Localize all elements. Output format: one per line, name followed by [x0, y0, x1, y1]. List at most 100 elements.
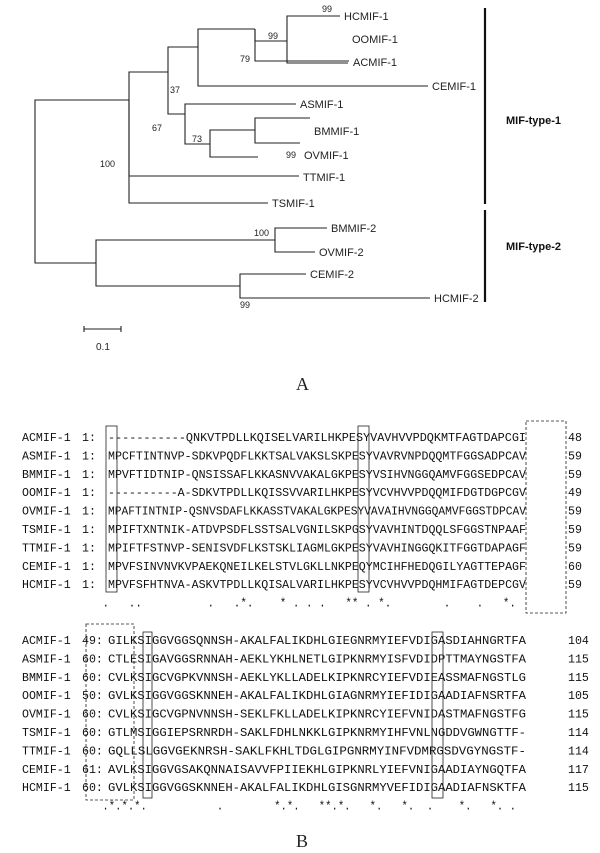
leaf-label: HCMIF-1 — [344, 11, 389, 23]
tree-branch — [286, 15, 340, 41]
tree-branch — [254, 130, 300, 144]
conserved-box — [142, 631, 153, 799]
bootstrap-value: 73 — [192, 134, 202, 144]
leaf-label: CEMIF-1 — [432, 81, 476, 93]
sequence-name: HCMIF-1 — [22, 579, 71, 592]
tree-branch — [209, 144, 258, 158]
sequence-start: 60: — [82, 709, 103, 722]
sequence-start: 1: — [82, 469, 96, 482]
bootstrap-value: 99 — [322, 4, 332, 14]
alignment-block-2: ACMIF-1 49: GILKSIGGVGGSQNNSH-AKALFALIKDHL… — [22, 635, 589, 814]
panel-label-b: B — [296, 831, 308, 851]
scale-bar-label: 0.1 — [96, 342, 110, 353]
bootstrap-value: 37 — [170, 85, 180, 95]
scale-bar — [83, 326, 122, 332]
alignment-block-1: ACMIF-1 1: -----------QNKVTPDLLKQISELVARIL… — [22, 432, 582, 611]
sequence-start: 1: — [82, 579, 96, 592]
bootstrap-value: 99 — [268, 31, 278, 41]
tree-branch — [34, 99, 129, 163]
sequence-residues: MPVFSFHTNVA-ASKVTPDLLKQISALVARILHKPESYVC… — [108, 579, 526, 592]
sequence-end: 104 — [568, 635, 589, 648]
sequence-residues: MPVFSINVNVKVPAEKQNEILKELSTVLGKLLNKPEQYMC… — [108, 561, 526, 574]
sequence-alignment: ACMIF-1 1: -----------QNKVTPDLLKQISELVARIL… — [22, 420, 589, 851]
tree-branch — [128, 100, 268, 204]
sequence-name: OOMIF-1 — [22, 487, 71, 500]
consensus-line: . .. . .*. * . . . ** . *. . . *. — [96, 598, 516, 611]
sequence-name: HCMIF-1 — [22, 782, 71, 795]
tree-branch — [184, 114, 210, 145]
tree-branch — [209, 129, 255, 144]
sequence-residues: GVLKSIGGVGGSKNNEH-AKALFALIKDHLGIAGNRMYIE… — [108, 690, 526, 703]
tree-branch — [128, 71, 168, 100]
sequence-residues: -----------QNKVTPDLLKQISELVARILHKPESYVAV… — [108, 432, 526, 445]
group-label-type-1: MIF-type-1 — [506, 115, 561, 127]
sequence-end: 115 — [568, 782, 589, 795]
tree-branch — [274, 240, 315, 253]
sequence-name: ASMIF-1 — [22, 653, 71, 666]
sequence-end: 115 — [568, 709, 589, 722]
sequence-name: ASMIF-1 — [22, 450, 71, 463]
sequence-end: 59 — [568, 450, 582, 463]
sequence-start: 1: — [82, 542, 96, 555]
conserved-region-dashed-box — [525, 420, 567, 614]
sequence-name: TTMIF-1 — [22, 745, 71, 758]
consensus-line: .*.*.*. . *.*. **.*. *. *. . *. *. . — [96, 801, 516, 814]
sequence-end: 114 — [568, 727, 589, 740]
sequence-name: BMMIF-1 — [22, 672, 71, 685]
sequence-end: 105 — [568, 690, 589, 703]
sequence-residues: GTLMSIGGIEPSRNRDH-SAKLFDHLNKKLGIPKNRMYIH… — [108, 727, 526, 740]
sequence-name: OVMIF-1 — [22, 709, 71, 722]
conserved-box — [431, 631, 444, 799]
conserved-region-dashed-box — [85, 623, 135, 801]
conserved-box — [105, 425, 118, 593]
sequence-residues: CVLKSIGCVGPKVNNSH-AEKLYKLLADELKIPKNRCYIE… — [108, 672, 526, 685]
sequence-start: 1: — [82, 506, 96, 519]
sequence-name: CEMIF-1 — [22, 561, 71, 574]
bootstrap-value: 100 — [100, 159, 115, 169]
phylogenetic-tree: HCMIF-1 OOMIF-1 ACMIF-1 CEMIF-1 ASMIF-1 … — [34, 4, 561, 394]
leaf-label: ACMIF-1 — [353, 57, 397, 69]
sequence-start: 1: — [82, 487, 96, 500]
sequence-name: ACMIF-1 — [22, 635, 71, 648]
tree-branch — [274, 227, 327, 240]
sequence-start: 50: — [82, 690, 103, 703]
sequence-name: OOMIF-1 — [22, 690, 71, 703]
sequence-residues: ----------A-SDKVTPDLLKQISSVVARILHKPESYVC… — [108, 487, 526, 500]
sequence-start: 60: — [82, 672, 103, 685]
leaf-label: TTMIF-1 — [303, 172, 345, 184]
sequence-residues: GVLKSIGGVGGSKNNEH-AKALFALIKDHLGISGNRMYVE… — [108, 782, 526, 795]
sequence-start: 60: — [82, 745, 103, 758]
sequence-residues: AVLKSIGGVGSAKQNNAISAVVFPIIEKHLGIPKNRLYIE… — [108, 764, 526, 777]
sequence-end: 60 — [568, 561, 582, 574]
leaf-label: HCMIF-2 — [434, 293, 479, 305]
sequence-end: 115 — [568, 653, 589, 666]
leaf-label: OOMIF-1 — [352, 34, 398, 46]
sequence-start: 49: — [82, 635, 103, 648]
leaf-label: BMMIF-2 — [331, 223, 376, 235]
leaf-label: BMMIF-1 — [314, 126, 359, 138]
sequence-residues: CTLESIGAVGGSRNNAH-AEKLYKHLNETLGIPKNRMYIS… — [108, 653, 526, 666]
tree-branch — [197, 28, 255, 47]
sequence-start: 1: — [82, 561, 96, 574]
tree-branch — [167, 46, 198, 72]
sequence-residues: MPAFTINTNIP-QSNVSDAFLKKASSTVAKALGKPESYVA… — [108, 506, 526, 519]
leaf-label: CEMIF-2 — [310, 269, 354, 281]
sequence-residues: MPIFTXNTNIK-ATDVPSDFLSSTSALVGNILSKPGSYVA… — [108, 524, 526, 537]
tree-branch — [197, 47, 428, 87]
sequence-name: ACMIF-1 — [22, 432, 71, 445]
sequence-end: 59 — [568, 542, 582, 555]
sequence-residues: GILKSIGGVGGSQNNSH-AKALFALIKDHLGIEGNRMYIE… — [108, 635, 526, 648]
sequence-start: 1: — [82, 432, 96, 445]
sequence-start: 61: — [82, 764, 103, 777]
sequence-name: TSMIF-1 — [22, 524, 71, 537]
sequence-name: BMMIF-1 — [22, 469, 71, 482]
tree-branch — [34, 163, 96, 264]
bootstrap-value: 100 — [254, 228, 269, 238]
sequence-name: CEMIF-1 — [22, 764, 71, 777]
sequence-end: 59 — [568, 524, 582, 537]
sequence-start: 60: — [82, 782, 103, 795]
tree-branch — [95, 239, 275, 263]
group-label-type-2: MIF-type-2 — [506, 241, 561, 253]
tree-branch — [167, 72, 185, 115]
